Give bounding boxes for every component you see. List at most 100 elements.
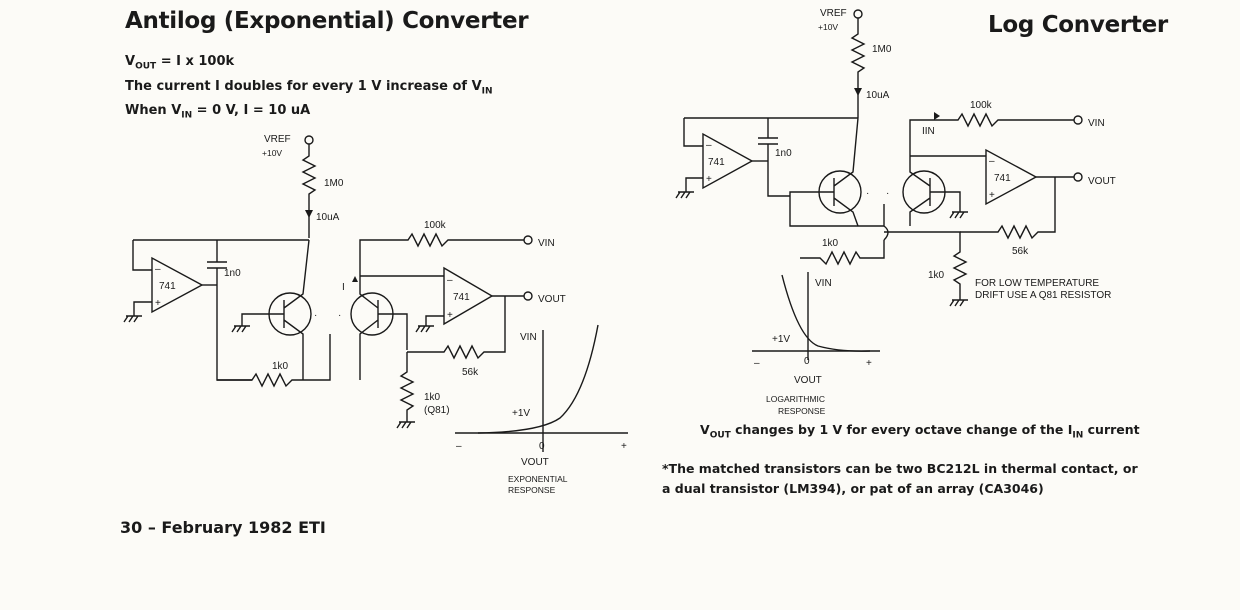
log-opamp2-plus: + [989, 190, 995, 201]
antilog-vref-terminal [304, 135, 314, 145]
log-graph-xaxis: VOUT [794, 375, 822, 386]
log-opamp2-label: 741 [994, 173, 1011, 184]
antilog-56k-resistor [407, 296, 506, 360]
antilog-vout-label: VOUT [538, 294, 566, 305]
log-opamp1-minus: – [706, 140, 712, 151]
antilog-response-line2: RESPONSE [508, 485, 556, 495]
antilog-circuit: VREF +10V 1M0 10uA 1n0 741 – + · [123, 134, 628, 495]
antilog-56k-label: 56k [462, 367, 479, 378]
log-response-line1: LOGARITHMIC [766, 394, 825, 404]
log-1k0-resistor-a [800, 240, 885, 266]
log-opamp2 [985, 148, 1038, 206]
transistor-note-line-1: *The matched transistors can be two BC21… [662, 461, 1138, 476]
log-transistor-dot-b: · [886, 188, 889, 199]
log-1n0-capacitor [758, 118, 790, 197]
log-drift-line1: FOR LOW TEMPERATURE [975, 278, 1099, 289]
antilog-transistor-2-leads [359, 276, 379, 380]
transistor-note-line-2: a dual transistor (LM394), or pat of an … [662, 481, 1044, 496]
antilog-q81-label: (Q81) [424, 405, 450, 416]
log-plus10v-label: +10V [818, 22, 838, 32]
log-opamp1 [702, 132, 754, 190]
log-vref-terminal [853, 9, 863, 19]
antilog-transistor-2-base [378, 313, 408, 350]
log-transistor-1-base [789, 191, 884, 227]
transistor-dot-b: · [338, 310, 341, 321]
antilog-vref-label: VREF [264, 134, 291, 145]
log-transistor-2-leads [909, 156, 931, 226]
antilog-10ua-label: 10uA [316, 212, 340, 223]
log-circuit: VREF +10V 1M0 10uA 1n0 741 – + · · [675, 8, 1116, 416]
antilog-equations: VOUT = I x 100k The current I doubles fo… [125, 52, 493, 126]
antilog-response-line1: EXPONENTIAL [508, 474, 568, 484]
antilog-current-i-label: I [342, 282, 345, 293]
opamp2-plus: + [447, 310, 453, 321]
antilog-transistor-1-leads [283, 239, 310, 380]
log-drift-line2: DRIFT USE A Q81 RESISTOR [975, 290, 1111, 301]
log-56k-resistor [960, 177, 1056, 240]
antilog-title: Antilog (Exponential) Converter [125, 8, 529, 34]
log-opamp1-label: 741 [708, 157, 725, 168]
log-vin-terminal[interactable] [1073, 115, 1083, 125]
antilog-transistor-1-ground [231, 313, 284, 333]
opamp1-minus: – [155, 264, 161, 275]
antilog-opamp1-label: 741 [159, 281, 176, 292]
antilog-1k0-label: 1k0 [272, 361, 289, 372]
log-1k0-a-label: 1k0 [822, 238, 839, 249]
page-footer: 30 – February 1982 ETI [120, 518, 326, 537]
log-crossover-wire [883, 204, 889, 241]
log-graph-minus: – [754, 358, 760, 369]
transistor-dot-a: · [314, 310, 317, 321]
log-transistor-dot-a: · [866, 188, 869, 199]
log-iin-arrow [934, 112, 940, 120]
antilog-1n0-capacitor [207, 240, 252, 381]
antilog-1m0-label: 1M0 [324, 178, 344, 189]
eq-vout: VOUT = I x 100k [125, 54, 235, 72]
eq-when: When VIN = 0 V, I = 10 uA [125, 103, 311, 121]
antilog-vin-label: VIN [538, 238, 555, 249]
antilog-graph-plus1v: +1V [512, 408, 530, 419]
transistor-note: *The matched transistors can be two BC21… [662, 459, 1138, 499]
log-1k0-resistor-b [884, 231, 968, 307]
log-56k-label: 56k [1012, 246, 1029, 257]
antilog-1m0-resistor [301, 144, 317, 238]
log-opamp1-ground [675, 177, 703, 199]
antilog-vout-terminal[interactable] [523, 291, 533, 301]
log-iin-label: IIN [922, 126, 935, 137]
log-graph-curve [781, 274, 871, 352]
antilog-100k-label: 100k [424, 220, 447, 231]
log-vout-terminal[interactable] [1073, 172, 1083, 182]
antilog-graph-zero: 0 [539, 441, 545, 452]
log-opamp2-minus: – [989, 156, 995, 167]
log-100k-resistor [909, 112, 1074, 156]
antilog-graph-curve [477, 324, 599, 434]
log-graph-yaxis: VIN [815, 278, 832, 289]
antilog-graph-plus: + [621, 441, 627, 452]
log-graph-zero: 0 [804, 356, 810, 367]
log-title: Log Converter [988, 12, 1168, 38]
antilog-opamp2 [443, 266, 494, 326]
log-vin-label: VIN [1088, 118, 1105, 129]
opamp2-minus: – [447, 275, 453, 286]
antilog-opamp1-inv-wire [132, 240, 152, 271]
antilog-current-arrow [305, 210, 313, 218]
antilog-plus10v-label: +10V [262, 148, 282, 158]
log-opamp1-inv-wire [683, 118, 703, 147]
log-1k0-b-label: 1k0 [928, 270, 945, 281]
antilog-graph-minus: – [456, 441, 462, 452]
log-1n0-label: 1n0 [775, 148, 792, 159]
antilog-1k0-resistor [217, 334, 331, 388]
antilog-opamp1 [151, 256, 204, 314]
antilog-vin-terminal[interactable] [523, 235, 533, 245]
opamp1-plus: + [155, 298, 161, 309]
octave-note: VOUT changes by 1 V for every octave cha… [700, 422, 1140, 441]
antilog-100k-resistor [359, 232, 524, 276]
antilog-opamp2-ground [415, 315, 444, 333]
log-1m0-resistor [850, 18, 866, 118]
antilog-1n0-label: 1n0 [224, 268, 241, 279]
antilog-1k0-q81-label: 1k0 [424, 392, 441, 403]
log-opamp1-plus: + [706, 174, 712, 185]
antilog-current-i-arrow [352, 276, 358, 282]
antilog-graph-yaxis: VIN [520, 332, 537, 343]
